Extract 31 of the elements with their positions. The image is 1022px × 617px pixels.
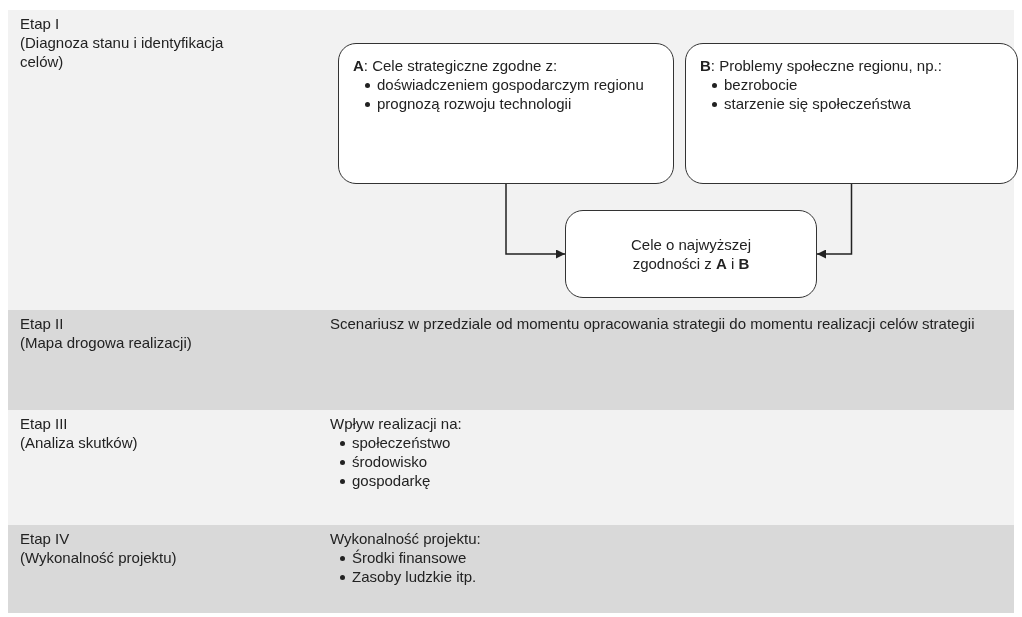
list-item: prognozą rozwoju technologii bbox=[361, 94, 659, 113]
list-item: Środki finansowe bbox=[336, 548, 990, 567]
description-text: Scenariusz w przedziale od momentu opracowania strategii do momentu realizacji celów strategii bbox=[330, 314, 976, 333]
goal-box bbox=[338, 43, 674, 184]
list-item: społeczeństwo bbox=[336, 433, 990, 452]
list-item: Zasoby ludzkie itp. bbox=[336, 567, 990, 586]
stage-subtitle: (Diagnoza stanu i identyfikacja celów) bbox=[20, 33, 225, 71]
description-text: Wykonalność projektu: bbox=[330, 529, 482, 548]
stage-band bbox=[8, 410, 1014, 525]
stage-title: Etap I bbox=[20, 14, 61, 33]
arrow bbox=[505, 183, 566, 259]
list-item: bezrobocie bbox=[708, 75, 1003, 94]
box-text: Cele o najwyższej zgodności z A i B bbox=[629, 235, 753, 273]
problem-box bbox=[685, 43, 1018, 184]
list-item: środowisko bbox=[336, 452, 990, 471]
stage-band bbox=[8, 525, 1014, 613]
box-text: B: Problemy społeczne regionu, np.: bbox=[700, 56, 943, 75]
stage-band bbox=[8, 310, 1014, 410]
stage-subtitle: (Wykonalność projektu) bbox=[20, 548, 178, 567]
list-item: starzenie się społeczeństwa bbox=[708, 94, 1003, 113]
description-text: Wpływ realizacji na: bbox=[330, 414, 463, 433]
box-text: A: Cele strategiczne zgodne z: bbox=[353, 56, 559, 75]
arrow bbox=[816, 183, 853, 259]
stage-title: Etap IV bbox=[20, 529, 71, 548]
stage-subtitle: (Analiza skutków) bbox=[20, 433, 139, 452]
stage-title: Etap II bbox=[20, 314, 65, 333]
list-item: gospodarkę bbox=[336, 471, 990, 490]
list-item: doświadczeniem gospodarczym regionu bbox=[361, 75, 659, 94]
stage-subtitle: (Mapa drogowa realizacji) bbox=[20, 333, 193, 352]
stage-title: Etap III bbox=[20, 414, 69, 433]
result-box bbox=[565, 210, 817, 298]
